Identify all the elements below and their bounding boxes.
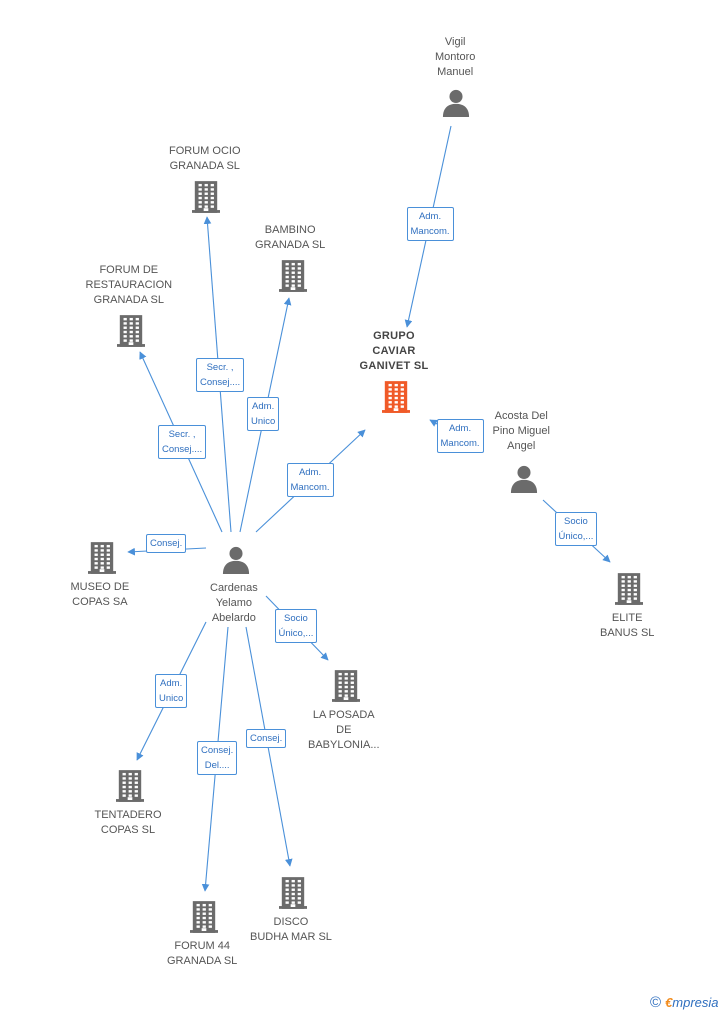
node-label-line: Angel bbox=[507, 440, 536, 452]
edge-label-line: Consej. bbox=[150, 537, 183, 549]
edge-label-vigil-grupo[interactable]: Adm. Mancom. bbox=[406, 207, 454, 241]
edge-label-cardenas-forum-rest[interactable]: Secr. , Consej.... bbox=[158, 425, 207, 459]
edge-label-cardenas-tentadero[interactable]: Adm. Unico bbox=[155, 674, 188, 708]
building-icon[interactable] bbox=[615, 572, 643, 606]
edge-label-cardenas-disco[interactable]: Consej. bbox=[246, 728, 287, 748]
edge-label-cardenas-grupo[interactable]: Adm. Mancom. bbox=[286, 463, 334, 497]
node-label-line: GRANADA SL bbox=[167, 955, 238, 967]
node-label-line: Pino Miguel bbox=[492, 425, 550, 437]
node-label-line: GRANADA SL bbox=[169, 160, 240, 172]
node-label-line: BABYLONIA... bbox=[308, 739, 380, 751]
building-icon[interactable] bbox=[382, 380, 410, 414]
node-label-line: DISCO bbox=[273, 916, 309, 928]
node-label-line: Montoro bbox=[435, 51, 476, 63]
node-label-line: MUSEO DE bbox=[70, 581, 130, 593]
node-label-line: Acosta Del bbox=[494, 410, 548, 422]
node-label-forum-ocio[interactable]: FORUM OCIO GRANADA SL bbox=[169, 144, 241, 174]
person-icon[interactable] bbox=[510, 465, 538, 493]
building-icon[interactable] bbox=[116, 769, 144, 803]
brand-initial: € bbox=[665, 995, 673, 1010]
edge-label-line: Único,... bbox=[558, 531, 594, 542]
edge-layer bbox=[127, 125, 611, 892]
node-label-posada[interactable]: LA POSADA DE BABYLONIA... bbox=[308, 708, 380, 753]
node-label-line: Abelardo bbox=[211, 612, 256, 624]
edge-label-line: Unico bbox=[159, 693, 184, 704]
node-label-line: GRANADA SL bbox=[255, 239, 326, 251]
node-label-line: COPAS SA bbox=[72, 596, 128, 608]
edge-label-line: Unico bbox=[251, 416, 276, 427]
node-label-line: BAMBINO bbox=[264, 224, 316, 236]
node-label-forum-rest[interactable]: FORUM DE RESTAURACION GRANADA SL bbox=[86, 263, 173, 308]
node-label-line: DE bbox=[336, 724, 352, 736]
node-label-disco[interactable]: DISCO BUDHA MAR SL bbox=[250, 915, 332, 945]
brand-name: mpresia bbox=[672, 995, 719, 1010]
node-label-line: COPAS SL bbox=[100, 824, 156, 836]
edge-label-line: Adm. bbox=[160, 678, 183, 689]
building-icon[interactable] bbox=[88, 541, 116, 575]
node-label-museo[interactable]: MUSEO DE COPAS SA bbox=[71, 580, 130, 610]
node-label-line: GRUPO bbox=[373, 330, 415, 342]
building-icon[interactable] bbox=[279, 876, 307, 910]
node-label-grupo[interactable]: GRUPO CAVIAR GANIVET SL bbox=[360, 329, 429, 374]
building-icon[interactable] bbox=[192, 180, 220, 214]
node-label-line: ELITE bbox=[611, 612, 643, 624]
node-label-line: LA POSADA bbox=[312, 709, 375, 721]
edge-label-cardenas-forum-ocio[interactable]: Secr. , Consej.... bbox=[196, 358, 245, 392]
node-label-line: Vigil bbox=[444, 36, 466, 48]
copyright-symbol: © bbox=[650, 994, 662, 1011]
node-label-line: BANUS SL bbox=[600, 627, 655, 639]
edge-label-acosta-grupo[interactable]: Adm. Mancom. bbox=[436, 419, 484, 453]
node-label-line: BUDHA MAR SL bbox=[250, 931, 332, 943]
person-icon[interactable] bbox=[442, 89, 470, 117]
node-label-line: FORUM 44 bbox=[174, 940, 230, 952]
edge-label-cardenas-forum44[interactable]: Consej. Del.... bbox=[197, 741, 238, 775]
building-icon[interactable] bbox=[190, 900, 218, 934]
node-label-line: FORUM DE bbox=[99, 264, 159, 276]
edge-label-line: Consej.... bbox=[162, 444, 203, 455]
node-label-line: GANIVET SL bbox=[359, 360, 429, 372]
edge-label-line: Consej. bbox=[250, 732, 283, 744]
person-icon[interactable] bbox=[222, 546, 250, 574]
node-label-bambino[interactable]: BAMBINO GRANADA SL bbox=[255, 223, 325, 253]
node-label-line: GRANADA SL bbox=[93, 294, 164, 306]
edge-label-line: Socio bbox=[284, 613, 308, 624]
node-label-tentadero[interactable]: TENTADERO COPAS SL bbox=[95, 808, 162, 838]
edge-label-line: Consej.... bbox=[200, 377, 241, 388]
node-label-forum44[interactable]: FORUM 44 GRANADA SL bbox=[167, 939, 237, 969]
node-label-elite[interactable]: ELITE BANUS SL bbox=[600, 611, 654, 641]
edge-label-line: Mancom. bbox=[410, 226, 450, 237]
edge-label-line: Único,... bbox=[278, 628, 314, 639]
edge-label-cardenas-museo[interactable]: Consej. bbox=[146, 533, 187, 553]
edge-label-line: Mancom. bbox=[290, 482, 330, 493]
node-label-line: TENTADERO bbox=[94, 809, 162, 821]
edge-label-line: Secr. , bbox=[206, 362, 234, 373]
edge-label-line: Adm. bbox=[252, 401, 275, 412]
edge-label-line: Mancom. bbox=[440, 438, 480, 449]
brand-logo: ©€mpresia bbox=[650, 994, 719, 1011]
edge-label-line: Socio bbox=[564, 516, 588, 527]
edge-label-line: Adm. bbox=[448, 423, 472, 434]
building-icon[interactable] bbox=[332, 669, 360, 703]
node-label-line: RESTAURACION bbox=[85, 279, 173, 291]
edge-label-line: Del.... bbox=[204, 760, 230, 771]
node-label-line: Cardenas bbox=[210, 582, 258, 594]
building-icon[interactable] bbox=[279, 259, 307, 293]
node-label-line: CAVIAR bbox=[372, 345, 416, 357]
edge-label-line: Consej. bbox=[201, 745, 234, 756]
edge-label-line: Adm. bbox=[418, 211, 442, 222]
node-label-line: Yelamo bbox=[215, 597, 252, 609]
edge-label-line: Adm. bbox=[298, 467, 322, 478]
node-label-line: FORUM OCIO bbox=[169, 145, 241, 157]
edge-label-cardenas-bambino[interactable]: Adm. Unico bbox=[247, 397, 280, 431]
building-icon[interactable] bbox=[117, 314, 145, 348]
edge-label-line: Secr. , bbox=[168, 429, 196, 440]
node-label-line: Manuel bbox=[437, 66, 474, 78]
